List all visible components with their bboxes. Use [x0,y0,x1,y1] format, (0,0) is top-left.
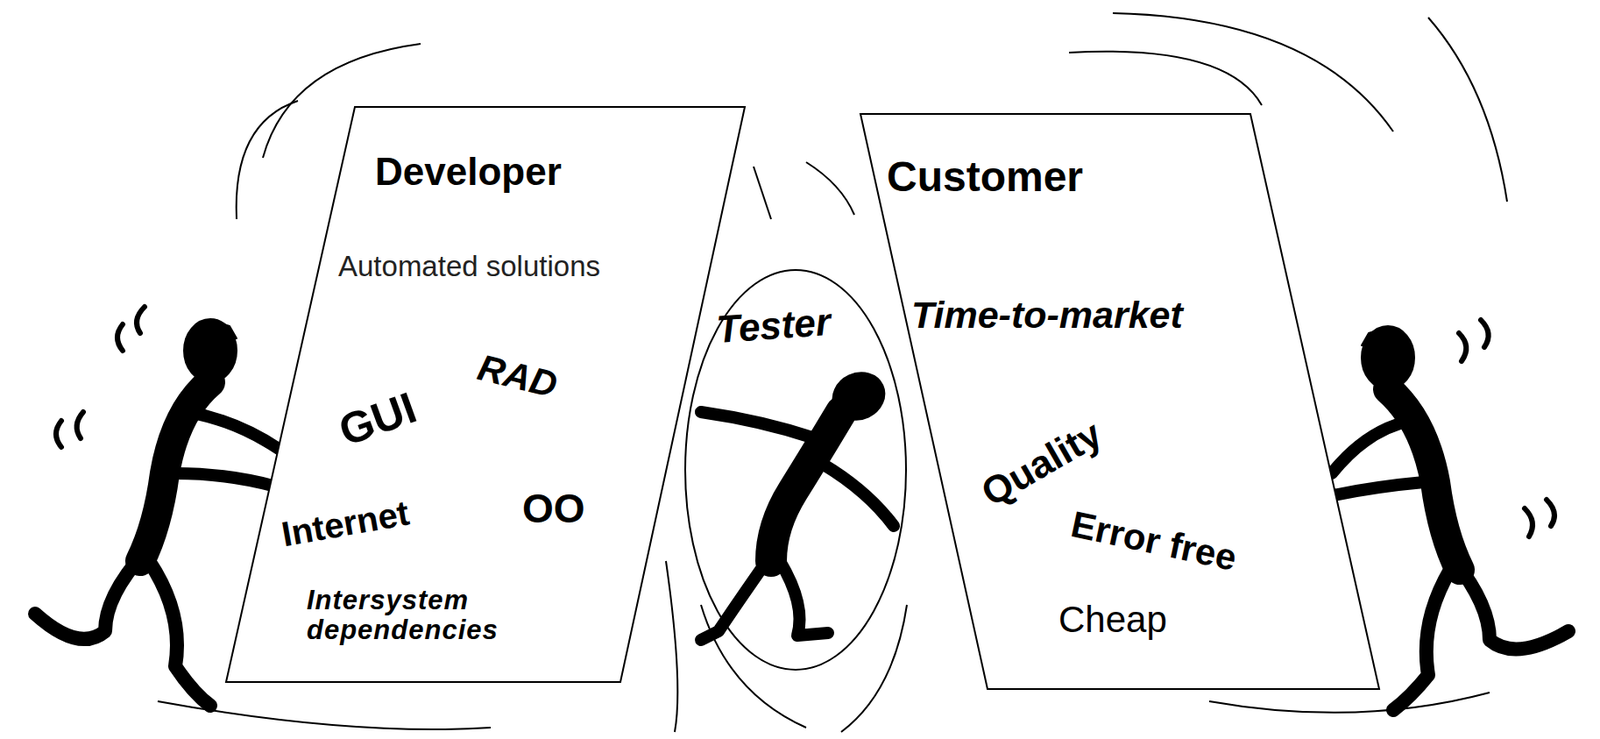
panel-item: OO [522,486,586,531]
panel-item: Time-to-market [911,294,1183,336]
panel-item: Intersystem dependencies [306,585,526,645]
developer-panel: DeveloperAutomated solutionsGUIRADIntern… [219,103,754,687]
motion-swirl [841,604,907,732]
panel-heading: Customer [886,154,1084,201]
motion-swirl [665,560,678,732]
tester-figure [700,364,894,640]
motion-swirl [806,162,855,215]
panel-item: Cheap [1058,599,1168,640]
motion-swirl [1209,692,1490,713]
motion-swirl [236,100,298,220]
motion-swirl [753,166,772,220]
motion-swirl [1428,17,1508,202]
customer-panel: CustomerTime-to-marketQualityError freeC… [854,110,1386,694]
motion-swirl [1069,51,1262,106]
tester-ellipse: Tester [683,268,908,672]
panel-heading: Developer [375,150,562,193]
panel-item: Automated solutions [338,250,601,283]
tester-label: Tester [715,300,832,351]
